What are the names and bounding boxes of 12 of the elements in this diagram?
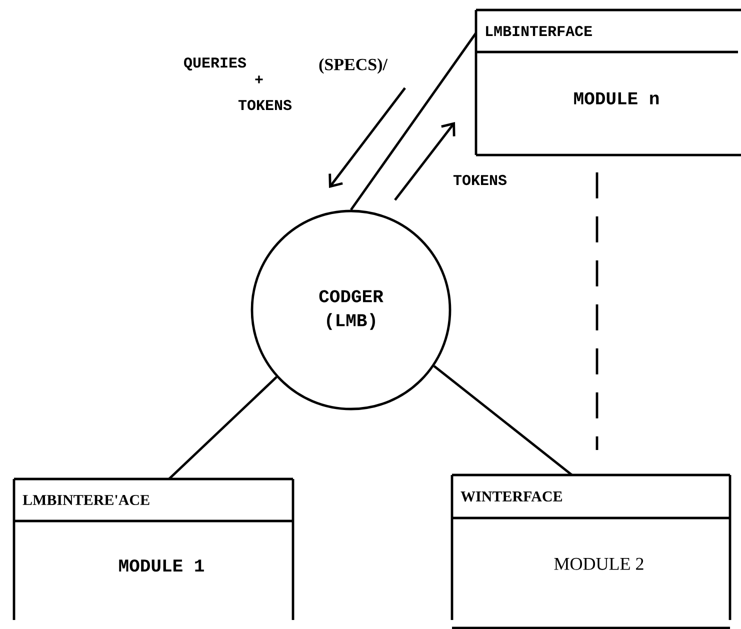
flow-label: TOKENS <box>453 174 507 186</box>
module-box: LMBINTERFACE MODULE n <box>474 8 741 156</box>
connector-line <box>433 365 573 476</box>
module-box: LMBINTERE'ACE MODULE 1 <box>12 478 294 620</box>
module-box: WINTERFACE MODULE 2 <box>450 474 732 620</box>
connector-line <box>596 172 598 450</box>
connector-line <box>168 376 278 480</box>
flow-label: (SPECS)/ <box>319 58 388 74</box>
flow-label: TOKENS <box>238 100 292 110</box>
connector-line <box>350 32 477 210</box>
flow-label: + <box>255 76 263 84</box>
flow-label: QUERIES <box>184 58 246 70</box>
